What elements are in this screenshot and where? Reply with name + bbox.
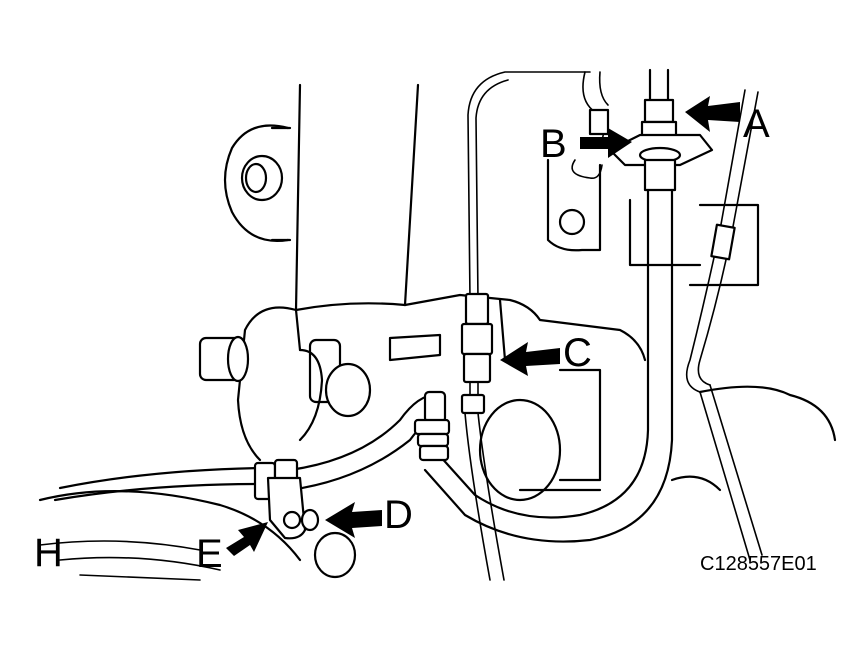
brake-tube-left bbox=[53, 390, 451, 504]
callout-d: D bbox=[384, 493, 413, 537]
arrow-e bbox=[226, 522, 268, 556]
steering-knuckle bbox=[388, 293, 837, 502]
callout-a: A bbox=[743, 102, 770, 146]
callout-arrows bbox=[226, 96, 740, 556]
brake-disc bbox=[38, 490, 357, 581]
arrow-c bbox=[500, 342, 560, 376]
arrow-b bbox=[580, 128, 632, 158]
arrow-a bbox=[685, 96, 740, 132]
arrow-d bbox=[325, 502, 382, 538]
upper-mount-plate bbox=[546, 158, 760, 287]
lower-arm bbox=[198, 306, 372, 462]
brake-hose bbox=[423, 188, 674, 543]
callout-b: B bbox=[540, 122, 567, 166]
sensor-wire bbox=[467, 71, 610, 301]
figure-code: C128557E01 bbox=[700, 553, 817, 575]
callout-h: H bbox=[34, 531, 63, 575]
callout-e: E bbox=[196, 532, 223, 576]
callout-c: C bbox=[563, 331, 592, 375]
hose-upper-fitting bbox=[608, 68, 714, 192]
hose-clip-bracket bbox=[266, 476, 320, 540]
upper-left-bracket bbox=[223, 124, 292, 242]
brake-line-right bbox=[685, 89, 763, 561]
speed-sensor-connector bbox=[460, 292, 505, 581]
strut-body bbox=[294, 83, 420, 312]
